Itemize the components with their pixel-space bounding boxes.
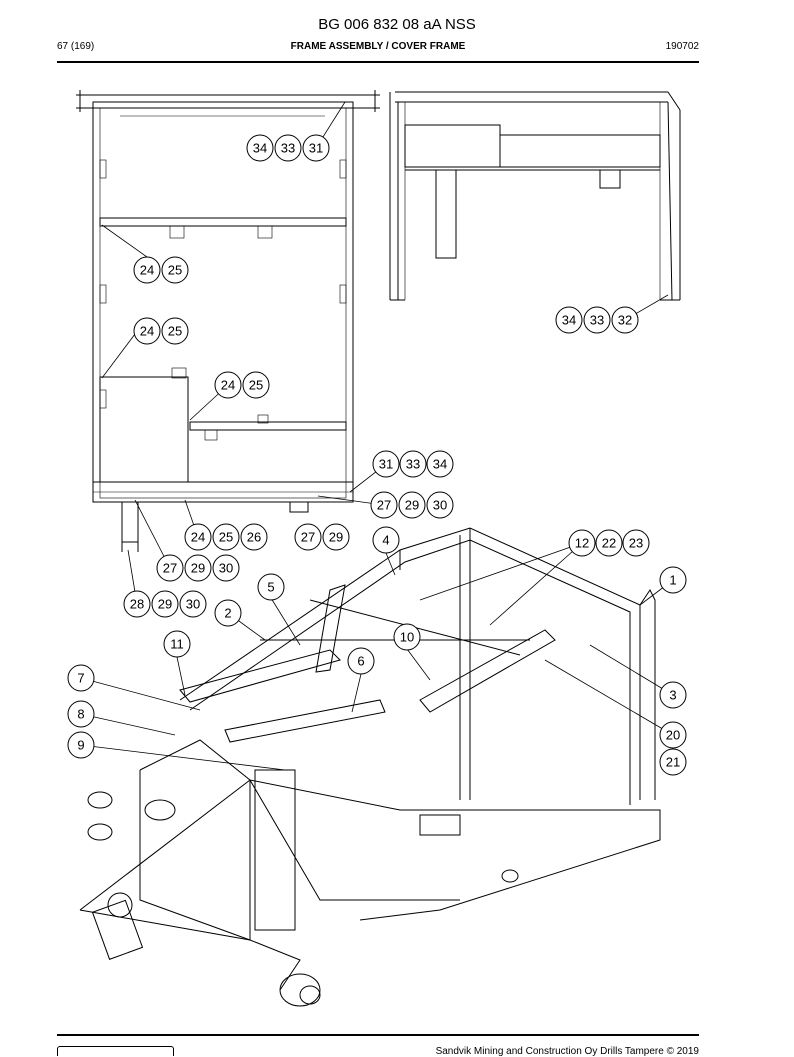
- header-row: 67 (169) FRAME ASSEMBLY / COVER FRAME 19…: [57, 41, 699, 55]
- callout-6: 6: [347, 647, 375, 675]
- svg-text:33: 33: [281, 141, 295, 156]
- svg-text:25: 25: [168, 324, 182, 339]
- callout-27-29-30-a: 27 29 30: [370, 491, 454, 519]
- svg-text:34: 34: [433, 457, 447, 472]
- svg-text:25: 25: [168, 263, 182, 278]
- callout-24-25-26: 24 25 26: [184, 523, 268, 551]
- frame-top-view: [76, 90, 380, 552]
- svg-text:21: 21: [666, 755, 680, 770]
- callout-1: 1: [659, 566, 687, 594]
- callout-24-25-c: 24 25: [214, 371, 270, 399]
- svg-text:24: 24: [140, 263, 154, 278]
- svg-text:29: 29: [191, 561, 205, 576]
- callout-5: 5: [257, 573, 285, 601]
- svg-text:1: 1: [669, 573, 676, 588]
- svg-text:26: 26: [247, 530, 261, 545]
- svg-text:11: 11: [170, 637, 184, 652]
- callout-12-22-23: 12 22 23: [568, 529, 650, 557]
- svg-text:3: 3: [669, 688, 676, 703]
- svg-text:34: 34: [253, 141, 267, 156]
- callout-34-33-32: 34 33 32: [555, 306, 639, 334]
- frame-side-view: [389, 91, 681, 301]
- svg-text:31: 31: [309, 141, 323, 156]
- page-number: 67 (169): [57, 41, 95, 52]
- callout-27-29: 27 29: [294, 523, 350, 551]
- callout-24-25-a: 24 25: [133, 256, 189, 284]
- callout-34-33-31: 34 33 31: [246, 134, 330, 162]
- svg-text:25: 25: [219, 530, 233, 545]
- svg-text:33: 33: [406, 457, 420, 472]
- callout-3: 3: [659, 681, 687, 709]
- callout-20: 20: [659, 721, 687, 749]
- svg-text:24: 24: [140, 324, 154, 339]
- svg-text:20: 20: [666, 728, 680, 743]
- svg-text:5: 5: [267, 580, 274, 595]
- svg-text:25: 25: [249, 378, 263, 393]
- svg-text:9: 9: [77, 738, 84, 753]
- svg-text:32: 32: [618, 313, 632, 328]
- svg-text:12: 12: [575, 536, 589, 551]
- callout-7: 7: [67, 664, 95, 692]
- svg-text:33: 33: [590, 313, 604, 328]
- sandvik-logo: [57, 1046, 174, 1056]
- leader-lines: [80, 101, 674, 771]
- svg-text:27: 27: [163, 561, 177, 576]
- svg-text:29: 29: [405, 498, 419, 513]
- svg-text:24: 24: [221, 378, 235, 393]
- svg-text:4: 4: [382, 533, 389, 548]
- callout-28-29-30: 28 29 30: [123, 590, 207, 618]
- header-rule: [57, 61, 699, 63]
- callout-10: 10: [393, 623, 421, 651]
- svg-text:23: 23: [629, 536, 643, 551]
- svg-text:27: 27: [301, 530, 315, 545]
- svg-text:34: 34: [562, 313, 576, 328]
- date-code: 190702: [665, 41, 699, 52]
- svg-text:29: 29: [329, 530, 343, 545]
- section-title: FRAME ASSEMBLY / COVER FRAME: [290, 41, 466, 52]
- svg-text:8: 8: [77, 707, 84, 722]
- callout-27-29-30-b: 27 29 30: [156, 554, 240, 582]
- callout-9: 9: [67, 731, 95, 759]
- callout-4: 4: [372, 526, 400, 554]
- callout-11: 11: [163, 630, 191, 658]
- svg-text:31: 31: [379, 457, 393, 472]
- svg-text:22: 22: [602, 536, 616, 551]
- footer-copyright: Sandvik Mining and Construction Oy Drill…: [435, 1046, 699, 1057]
- svg-text:6: 6: [357, 654, 364, 669]
- svg-text:24: 24: [191, 530, 205, 545]
- callout-2: 2: [214, 599, 242, 627]
- svg-text:30: 30: [433, 498, 447, 513]
- svg-text:2: 2: [224, 606, 231, 621]
- machine-frame-isometric: [79, 527, 661, 1007]
- footer-rule: [57, 1034, 699, 1036]
- svg-text:28: 28: [130, 597, 144, 612]
- document-code: BG 006 832 08 aA NSS: [318, 16, 476, 33]
- callout-31-33-34: 31 33 34: [372, 450, 454, 478]
- callout-8: 8: [67, 700, 95, 728]
- svg-text:29: 29: [158, 597, 172, 612]
- svg-text:10: 10: [400, 630, 414, 645]
- svg-text:30: 30: [219, 561, 233, 576]
- svg-text:27: 27: [377, 498, 391, 513]
- svg-text:7: 7: [77, 671, 84, 686]
- callout-24-25-b: 24 25: [133, 317, 189, 345]
- svg-text:30: 30: [186, 597, 200, 612]
- callout-21: 21: [659, 748, 687, 776]
